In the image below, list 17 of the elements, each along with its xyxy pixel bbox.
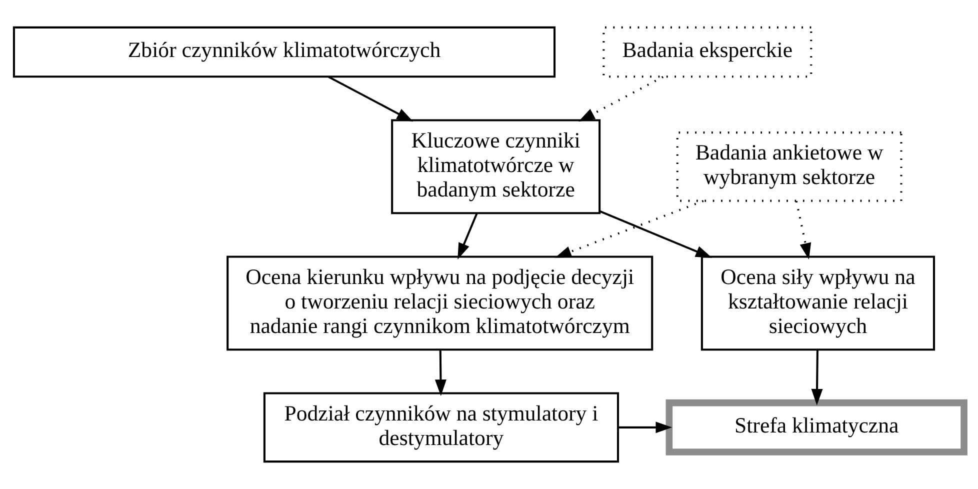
node-box: Kluczowe czynniki klimatotwórcze w badanym sektorze [391, 119, 601, 214]
node-box: Badania eksperckie [602, 26, 812, 78]
arrow [811, 350, 823, 406]
arrow [458, 212, 478, 260]
arrow [618, 422, 672, 434]
arrow [328, 76, 414, 122]
node-box: Ocena kierunku wpływu na podjęcie decyzji o tworzeniu relacji sieciowych oraz nadanie rangi czynnikom klimatotwórczym [226, 256, 654, 351]
node-box: Strefa klimatyczna [666, 399, 968, 456]
arrow [554, 200, 704, 258]
node-box: Ocena siły wpływu na kształtowanie relacji sieciowych [700, 256, 936, 351]
arrow [795, 200, 812, 260]
arrow [434, 350, 446, 396]
arrow [600, 210, 712, 258]
node-box: Zbiór czynników klimatotwórczych [12, 26, 556, 78]
node-box: Podział czynników na stymulatory i destymulatory [263, 392, 620, 463]
node-box: Badania ankietowe w wybranym sektorze [676, 132, 902, 202]
arrow [578, 76, 664, 122]
